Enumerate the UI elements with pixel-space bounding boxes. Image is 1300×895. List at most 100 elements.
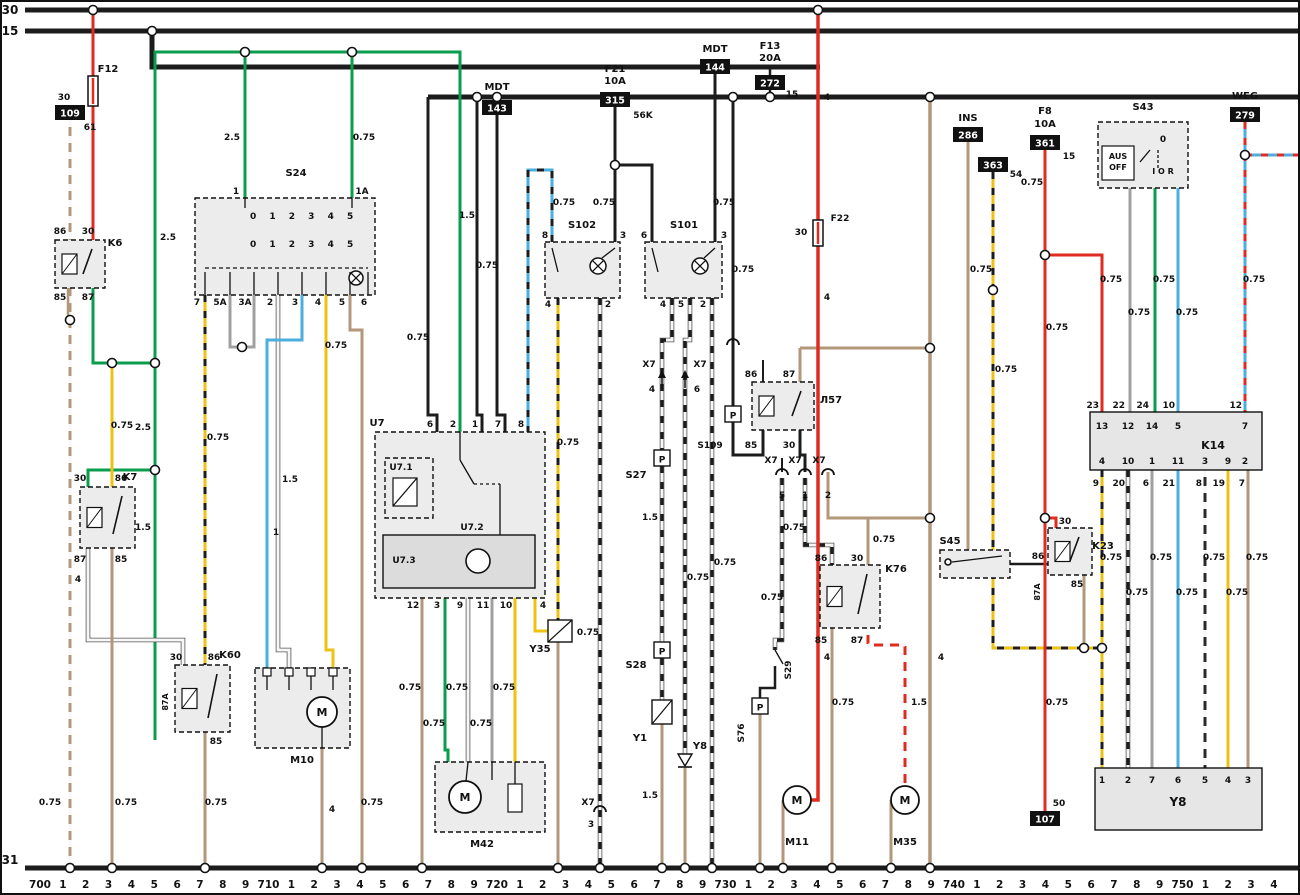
terminal-tag — [600, 92, 630, 107]
diagram-label: 19 — [1212, 479, 1225, 489]
label-u72: U7.2 — [460, 523, 483, 533]
pressure-switch — [751, 697, 769, 715]
pressure-switch-letter: P — [659, 456, 666, 466]
diagram-label: 23 — [1086, 401, 1099, 411]
scale-number: 6 — [859, 879, 866, 891]
scale-number: 2 — [1225, 879, 1232, 891]
label-mdt-143: MDT — [484, 82, 509, 93]
diagram-label: 6 — [641, 231, 647, 241]
motor-letter: M — [460, 791, 471, 804]
lamp-x — [693, 259, 707, 273]
junction-circle — [656, 862, 668, 874]
junction-circle — [87, 4, 99, 16]
diagram-label: 1.5 — [282, 475, 298, 485]
diagram-label: 0.75 — [353, 133, 375, 143]
bus-30-label: 30 — [2, 3, 19, 17]
junction-circle — [944, 558, 952, 566]
diagram-label: 0.75 — [1150, 553, 1172, 563]
relay-coil-diagonal — [61, 253, 78, 275]
diagram-label: 3 — [434, 601, 440, 611]
label-s27: S27 — [625, 470, 646, 481]
scale-number: 6 — [1087, 879, 1094, 891]
diagram-label: X7 — [812, 456, 825, 466]
pressure-switch-letter: P — [757, 704, 764, 714]
scale-number: 4 — [128, 879, 135, 891]
detail-line — [465, 761, 469, 782]
lamp-x — [591, 259, 605, 273]
terminal-tag-label: 144 — [705, 63, 725, 74]
diagram-label: 30 — [58, 93, 71, 103]
diagram-label: 21 — [1162, 479, 1175, 489]
junction-circle — [471, 91, 483, 103]
symbol-rect — [328, 667, 338, 677]
diagram-label: 85 — [815, 636, 828, 646]
s24-4-m10 — [324, 295, 335, 668]
motor-symbol — [306, 696, 338, 728]
junction-circle — [987, 284, 999, 296]
detail-line — [951, 555, 1003, 563]
terminal-tag-label: 363 — [983, 161, 1003, 172]
diagram-label: 61 — [84, 123, 97, 133]
junction-circle — [754, 862, 766, 874]
diagram-label: 6 — [361, 298, 367, 308]
diagram-label: 85 — [115, 555, 128, 565]
diagram-label: 0.75 — [1021, 178, 1043, 188]
label-m10: M10 — [290, 755, 314, 766]
pressure-switch — [724, 405, 742, 423]
diagram-label: 15 — [1063, 152, 1076, 162]
diagram-label: 5 — [1175, 422, 1181, 432]
terminal-tag — [953, 127, 983, 142]
scale-number: 1 — [745, 879, 752, 891]
label-k6: K6 — [108, 238, 123, 249]
diagram-label: 11 — [477, 601, 490, 611]
scale-number: 6 — [173, 879, 180, 891]
s109-l57-85 — [731, 422, 765, 457]
diagram-label: 14 — [1146, 422, 1159, 432]
x7-connector-icon — [726, 338, 740, 346]
diagram-label: 56K — [633, 111, 654, 121]
diagram-label: 0.75 — [1046, 698, 1068, 708]
diagram-label: 0.75 — [407, 333, 429, 343]
diagram-label: 30 — [783, 441, 796, 451]
diagram-label: 4 — [75, 575, 81, 585]
junction-circle — [764, 91, 776, 103]
terminal-tag-label: 286 — [958, 131, 978, 142]
junction-circle — [777, 862, 789, 874]
diagram-label: 2 — [1125, 776, 1131, 786]
diagram-label: 4 — [1225, 776, 1231, 786]
diagram-label: 4 — [1099, 457, 1105, 467]
scale-number: 2 — [539, 879, 546, 891]
scale-number: 3 — [1019, 879, 1026, 891]
junction-circle — [491, 91, 503, 103]
diagram-label: 86 — [745, 370, 758, 380]
junction-circle — [239, 46, 251, 58]
diagram-label: 13 — [1096, 422, 1109, 432]
relay-contact — [857, 573, 868, 615]
diagram-label: 5 — [678, 300, 684, 310]
junction-circle — [1039, 249, 1051, 261]
label-u73: U7.3 — [392, 556, 415, 566]
diagram-label: 7 — [495, 420, 501, 430]
label-weg: WEG — [1232, 91, 1258, 102]
diagram-label: 1 — [233, 187, 239, 197]
diagram-label: 8 — [542, 231, 548, 241]
diagram-label: 87 — [851, 636, 864, 646]
diagram-label: 86 — [54, 227, 67, 237]
x7-connector-icon — [593, 805, 607, 813]
diagram-label: 10 — [1162, 401, 1175, 411]
scale-number: 4 — [585, 879, 592, 891]
terminal-tag — [482, 100, 512, 115]
scale-number: 5 — [379, 879, 386, 891]
diagram-label: 9 — [457, 601, 463, 611]
diagram-label: 87 — [74, 555, 87, 565]
wire-stripe — [773, 478, 784, 650]
diagram-label: 7 — [1242, 422, 1248, 432]
relay-coil-diagonal — [1054, 541, 1071, 562]
diagram-label: 8 — [518, 420, 524, 430]
diagram-label: 7 — [1239, 479, 1245, 489]
diagram-label: 0.75 — [399, 683, 421, 693]
terminal-tag — [755, 75, 785, 90]
diagram-label: 4 — [824, 653, 830, 663]
detail-line — [703, 247, 716, 259]
scale-number: 1 — [59, 879, 66, 891]
